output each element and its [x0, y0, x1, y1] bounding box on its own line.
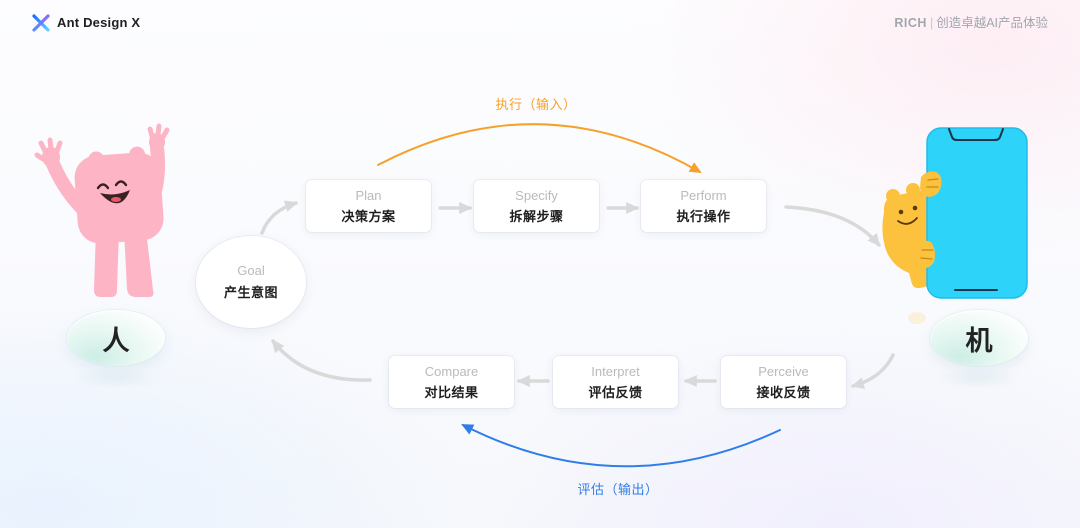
- node-interpret-zh: 评估反馈: [588, 384, 643, 400]
- node-compare-zh: 对比结果: [424, 384, 479, 400]
- arrow-perform-to-machine: [784, 205, 881, 247]
- ant-design-x-logo-icon: [32, 14, 50, 32]
- node-plan: Plan 决策方案: [306, 180, 431, 232]
- machine-pedestal-reflection: [934, 368, 1024, 390]
- machine-pedestal: 机: [930, 310, 1028, 366]
- human-right-finger: [147, 126, 155, 139]
- yellow-character-finger-line: [920, 257, 933, 260]
- output-flow-arc: [461, 424, 781, 468]
- node-perform-zh: 执行操作: [676, 208, 731, 224]
- node-goal-en: Goal: [237, 263, 265, 278]
- human-face: [96, 180, 130, 204]
- human-right-leg: [124, 230, 154, 297]
- header-separator: |: [929, 16, 934, 30]
- yellow-character-hands: [912, 171, 942, 269]
- arrow-goal-to-plan: [260, 200, 299, 235]
- human-tongue: [111, 197, 121, 202]
- node-specify: Specify 拆解步骤: [474, 180, 599, 232]
- node-perceive-en: Perceive: [758, 363, 809, 379]
- human-left-finger: [54, 140, 63, 154]
- node-perceive: Perceive 接收反馈: [721, 356, 846, 408]
- input-flow-label: 执行（输入）: [495, 97, 577, 112]
- human-right-eye: [114, 180, 128, 187]
- node-compare: Compare 对比结果: [389, 356, 514, 408]
- node-interpret: Interpret 评估反馈: [553, 356, 678, 408]
- human-left-finger: [34, 152, 46, 162]
- human-right-finger: [155, 123, 162, 137]
- node-perceive-zh: 接收反馈: [756, 384, 811, 400]
- human-right-hand: [147, 123, 170, 151]
- yellow-character-finger-line: [927, 178, 939, 181]
- yellow-character-smile: [897, 217, 918, 225]
- node-compare-en: Compare: [424, 363, 479, 379]
- node-specify-zh: 拆解步骤: [509, 208, 564, 224]
- human-left-eye: [96, 183, 110, 190]
- human-pedestal-reflection: [71, 368, 161, 390]
- human-label: 人: [102, 325, 130, 356]
- phone-notch: [948, 128, 1004, 141]
- logo-stroke-b: [32, 14, 50, 32]
- machine-character-reflection: [908, 312, 926, 324]
- human-mouth: [100, 190, 130, 204]
- node-goal-zh: 产生意图: [223, 285, 278, 300]
- yellow-character-eye: [898, 209, 904, 215]
- output-flow-label: 评估（输出）: [577, 482, 659, 497]
- yellow-character-top-hand: [920, 171, 942, 197]
- arrow-compare-to-goal: [271, 339, 372, 382]
- human-left-finger: [47, 137, 54, 152]
- human-right-finger: [160, 127, 170, 140]
- phone-body: [926, 127, 1028, 299]
- node-perform: Perform 执行操作: [641, 180, 766, 232]
- header-slogan-text: 创造卓越AI产品体验: [936, 16, 1048, 30]
- pink-person-character-icon: [34, 123, 170, 297]
- node-plan-en: Plan: [355, 187, 382, 203]
- arrow-machine-to-perceive: [850, 353, 895, 389]
- human-left-hand: [34, 137, 63, 167]
- input-flow-arc: [377, 123, 702, 173]
- human-pedestal: 人: [67, 310, 165, 366]
- phone-icon: [926, 127, 1028, 299]
- yellow-character-bottom-hand: [912, 240, 935, 269]
- node-perform-en: Perform: [680, 187, 727, 203]
- header-slogan: RICH|创造卓越AI产品体验: [894, 15, 1048, 31]
- node-interpret-en: Interpret: [591, 363, 640, 379]
- node-plan-zh: 决策方案: [341, 208, 396, 224]
- node-specify-en: Specify: [515, 187, 558, 203]
- cycle-arrows: [260, 200, 895, 389]
- human-left-finger: [38, 140, 48, 154]
- machine-label: 机: [965, 325, 993, 356]
- node-goal: Goal 产生意图: [196, 236, 306, 328]
- brand-name: Ant Design X: [57, 15, 141, 30]
- header-tag: RICH: [894, 16, 927, 30]
- human-left-leg: [94, 230, 119, 297]
- yellow-character-eye: [912, 205, 918, 211]
